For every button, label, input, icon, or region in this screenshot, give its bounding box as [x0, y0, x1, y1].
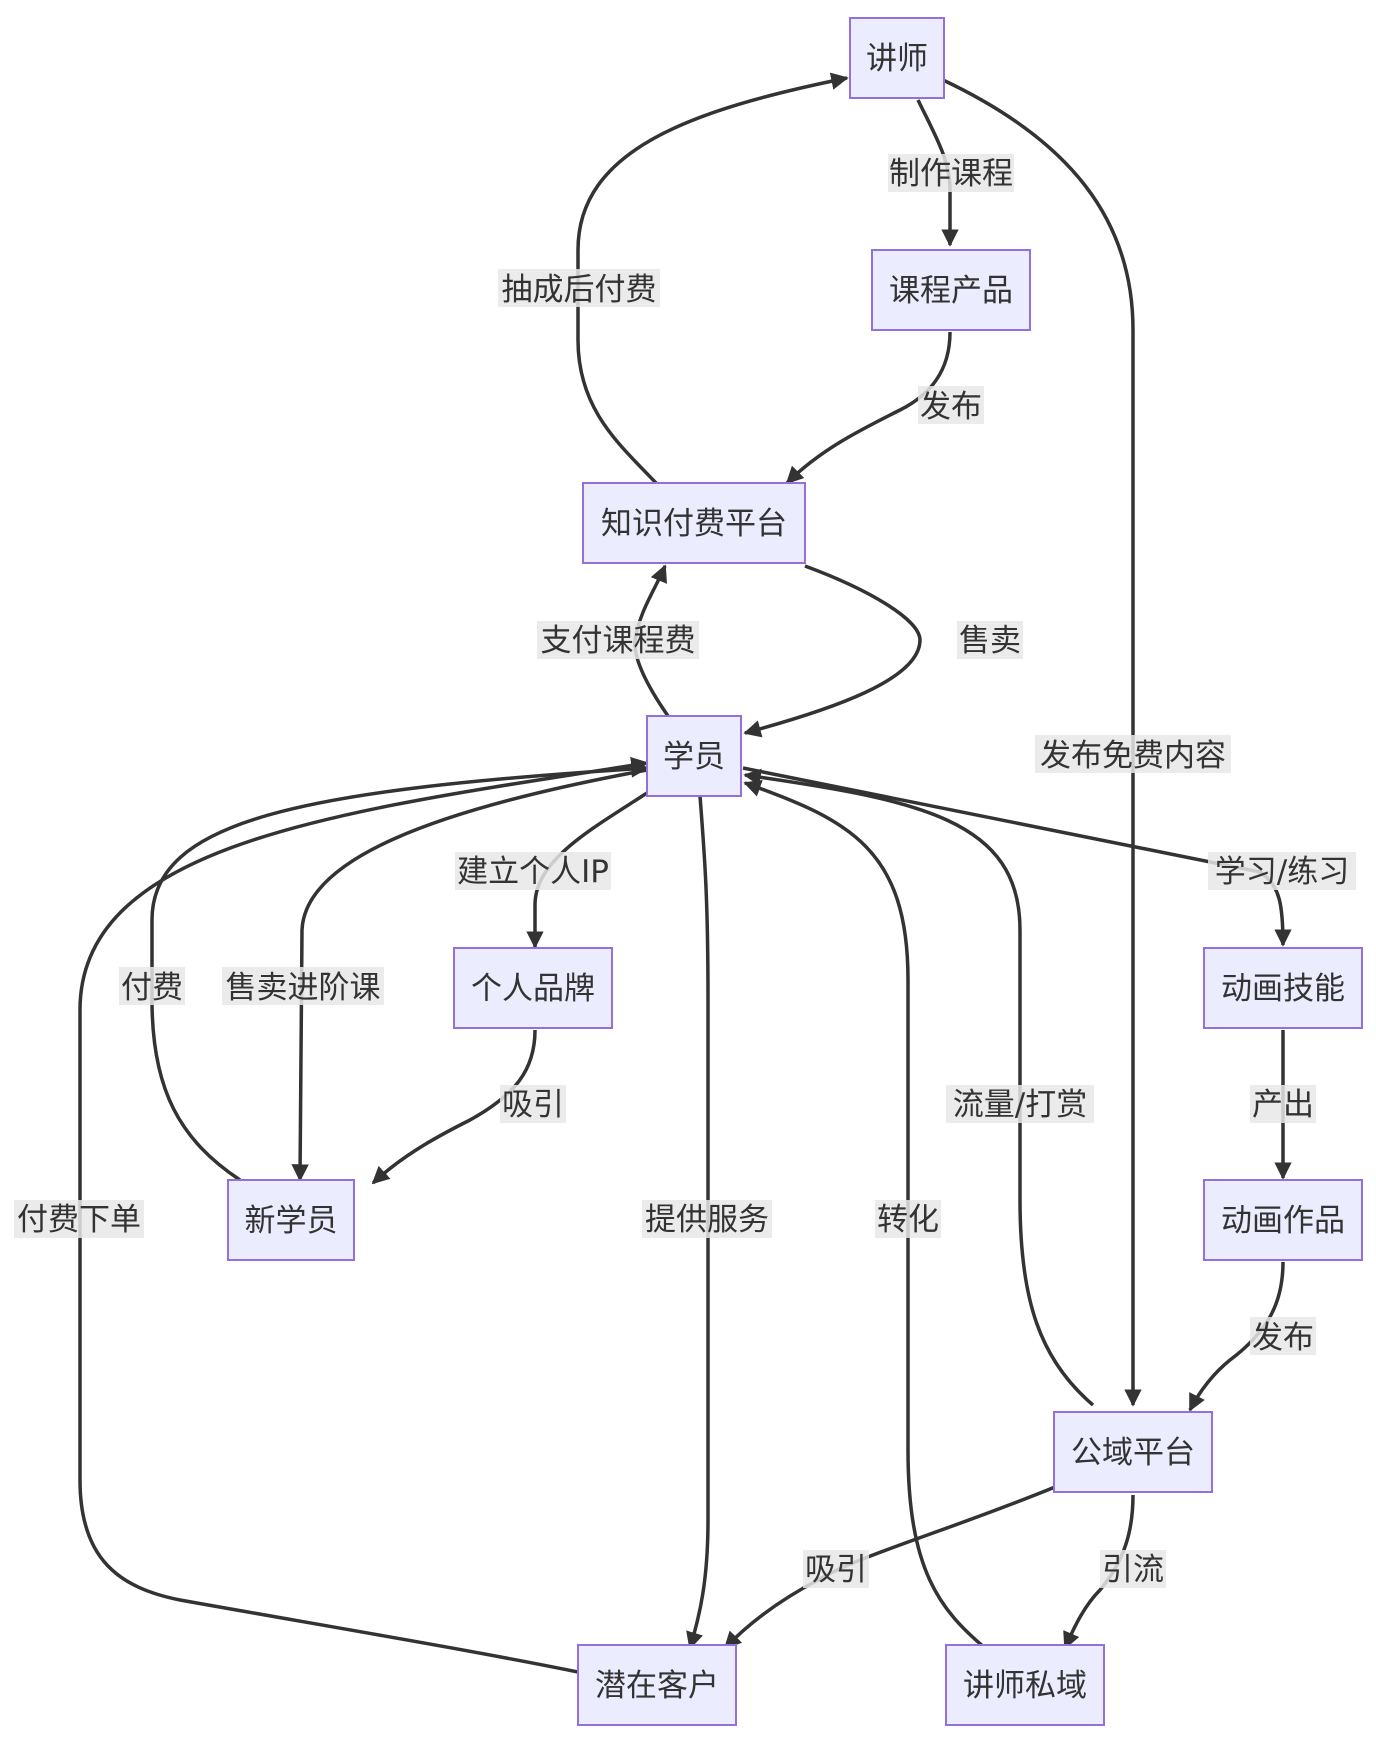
node-anim-skill-label: 动画技能 — [1221, 971, 1345, 1007]
edge-student-to-newstudent-sell — [291, 768, 648, 1182]
edge-label-publish-course: 发布 — [918, 386, 984, 425]
edge-label-convert-text: 转化 — [877, 1202, 939, 1238]
node-prospect-label: 潜在客户 — [595, 1668, 719, 1704]
node-platform-label: 知识付费平台 — [601, 506, 787, 542]
edge-lecturer-to-public — [942, 78, 1142, 1407]
edge-label-publish-work-text: 发布 — [1252, 1320, 1314, 1356]
node-anim-skill: 动画技能 — [1203, 947, 1363, 1029]
edge-label-attract-prospect-text: 吸引 — [805, 1552, 867, 1588]
edge-label-pay-fee: 支付课程费 — [537, 621, 699, 659]
edge-public-to-private — [1063, 1494, 1135, 1650]
node-prospect: 潜在客户 — [577, 1644, 737, 1726]
edge-label-drive-traffic: 引流 — [1100, 1550, 1166, 1588]
edge-animwork-to-public — [1188, 1261, 1285, 1412]
node-public-platform-label: 公域平台 — [1071, 1435, 1195, 1471]
node-personal-brand: 个人品牌 — [453, 947, 613, 1029]
node-private-domain-label: 讲师私域 — [963, 1668, 1087, 1704]
node-new-student-label: 新学员 — [245, 1203, 338, 1239]
node-anim-work: 动画作品 — [1203, 1179, 1363, 1261]
edge-brand-to-newstudent — [371, 1029, 537, 1185]
edge-label-pay-text: 付费 — [121, 970, 183, 1006]
edge-label-sell-text: 售卖 — [959, 623, 1021, 659]
edge-label-paid-order: 付费下单 — [14, 1200, 144, 1238]
edge-label-traffic-tips-text: 流量/打赏 — [953, 1087, 1087, 1123]
node-personal-brand-label: 个人品牌 — [471, 971, 595, 1007]
edge-label-commission: 抽成后付费 — [498, 269, 660, 308]
node-course-product: 课程产品 — [871, 249, 1031, 331]
node-public-platform: 公域平台 — [1053, 1411, 1213, 1493]
edge-label-build-ip-text: 建立个人IP — [457, 854, 609, 890]
edge-label-publish-work: 发布 — [1250, 1317, 1316, 1356]
edge-label-paid-order-text: 付费下单 — [17, 1202, 141, 1238]
edge-label-study: 学习/练习 — [1208, 852, 1356, 890]
node-new-student: 新学员 — [227, 1179, 355, 1261]
edge-label-make-course: 制作课程 — [888, 154, 1014, 192]
edge-label-provide-service: 提供服务 — [642, 1200, 772, 1238]
edge-label-provide-service-text: 提供服务 — [645, 1202, 769, 1238]
edge-student-to-prospect — [686, 795, 710, 1650]
edge-public-to-student — [743, 768, 1095, 1407]
edge-public-to-prospect — [723, 1485, 1056, 1650]
edge-label-publish-course-text: 发布 — [920, 389, 982, 425]
edge-label-produce-text: 产出 — [1252, 1087, 1314, 1123]
edge-label-publish-free: 发布免费内容 — [1035, 735, 1231, 774]
edge-label-drive-traffic-text: 引流 — [1102, 1552, 1164, 1588]
node-private-domain: 讲师私域 — [945, 1644, 1105, 1726]
node-student: 学员 — [646, 715, 742, 797]
node-lecturer: 讲师 — [849, 17, 945, 99]
edge-label-commission-text: 抽成后付费 — [502, 272, 657, 308]
edge-label-traffic-tips: 流量/打赏 — [946, 1085, 1094, 1123]
edge-student-to-brand — [526, 791, 648, 949]
edge-private-to-student — [743, 779, 987, 1650]
edge-label-pay: 付费 — [119, 967, 185, 1006]
node-student-label: 学员 — [663, 739, 725, 775]
edge-label-make-course-text: 制作课程 — [889, 156, 1013, 192]
node-lecturer-label: 讲师 — [866, 41, 928, 77]
edge-label-convert: 转化 — [875, 1200, 941, 1238]
edge-label-sell-advanced: 售卖进阶课 — [222, 967, 384, 1006]
edge-label-pay-fee-text: 支付课程费 — [541, 623, 696, 659]
edge-platform-to-student — [743, 564, 922, 738]
node-anim-work-label: 动画作品 — [1221, 1203, 1345, 1239]
node-platform: 知识付费平台 — [582, 482, 806, 564]
edge-label-attract-new: 吸引 — [500, 1085, 566, 1123]
edge-label-sell-advanced-text: 售卖进阶课 — [226, 970, 381, 1006]
edge-label-sell: 售卖 — [957, 621, 1023, 659]
node-course-product-label: 课程产品 — [889, 273, 1013, 309]
edge-label-produce: 产出 — [1250, 1085, 1316, 1123]
edge-label-study-text: 学习/练习 — [1215, 854, 1349, 890]
edge-label-attract-new-text: 吸引 — [502, 1087, 564, 1123]
edge-label-attract-prospect: 吸引 — [803, 1550, 869, 1588]
edge-platform-to-lecturer — [576, 72, 849, 485]
edge-label-build-ip: 建立个人IP — [455, 852, 611, 890]
edge-prospect-to-student — [78, 756, 649, 1674]
edge-course-to-platform — [785, 331, 952, 485]
edge-label-publish-free-text: 发布免费内容 — [1040, 738, 1226, 774]
edge-student-to-animskill — [742, 766, 1292, 947]
